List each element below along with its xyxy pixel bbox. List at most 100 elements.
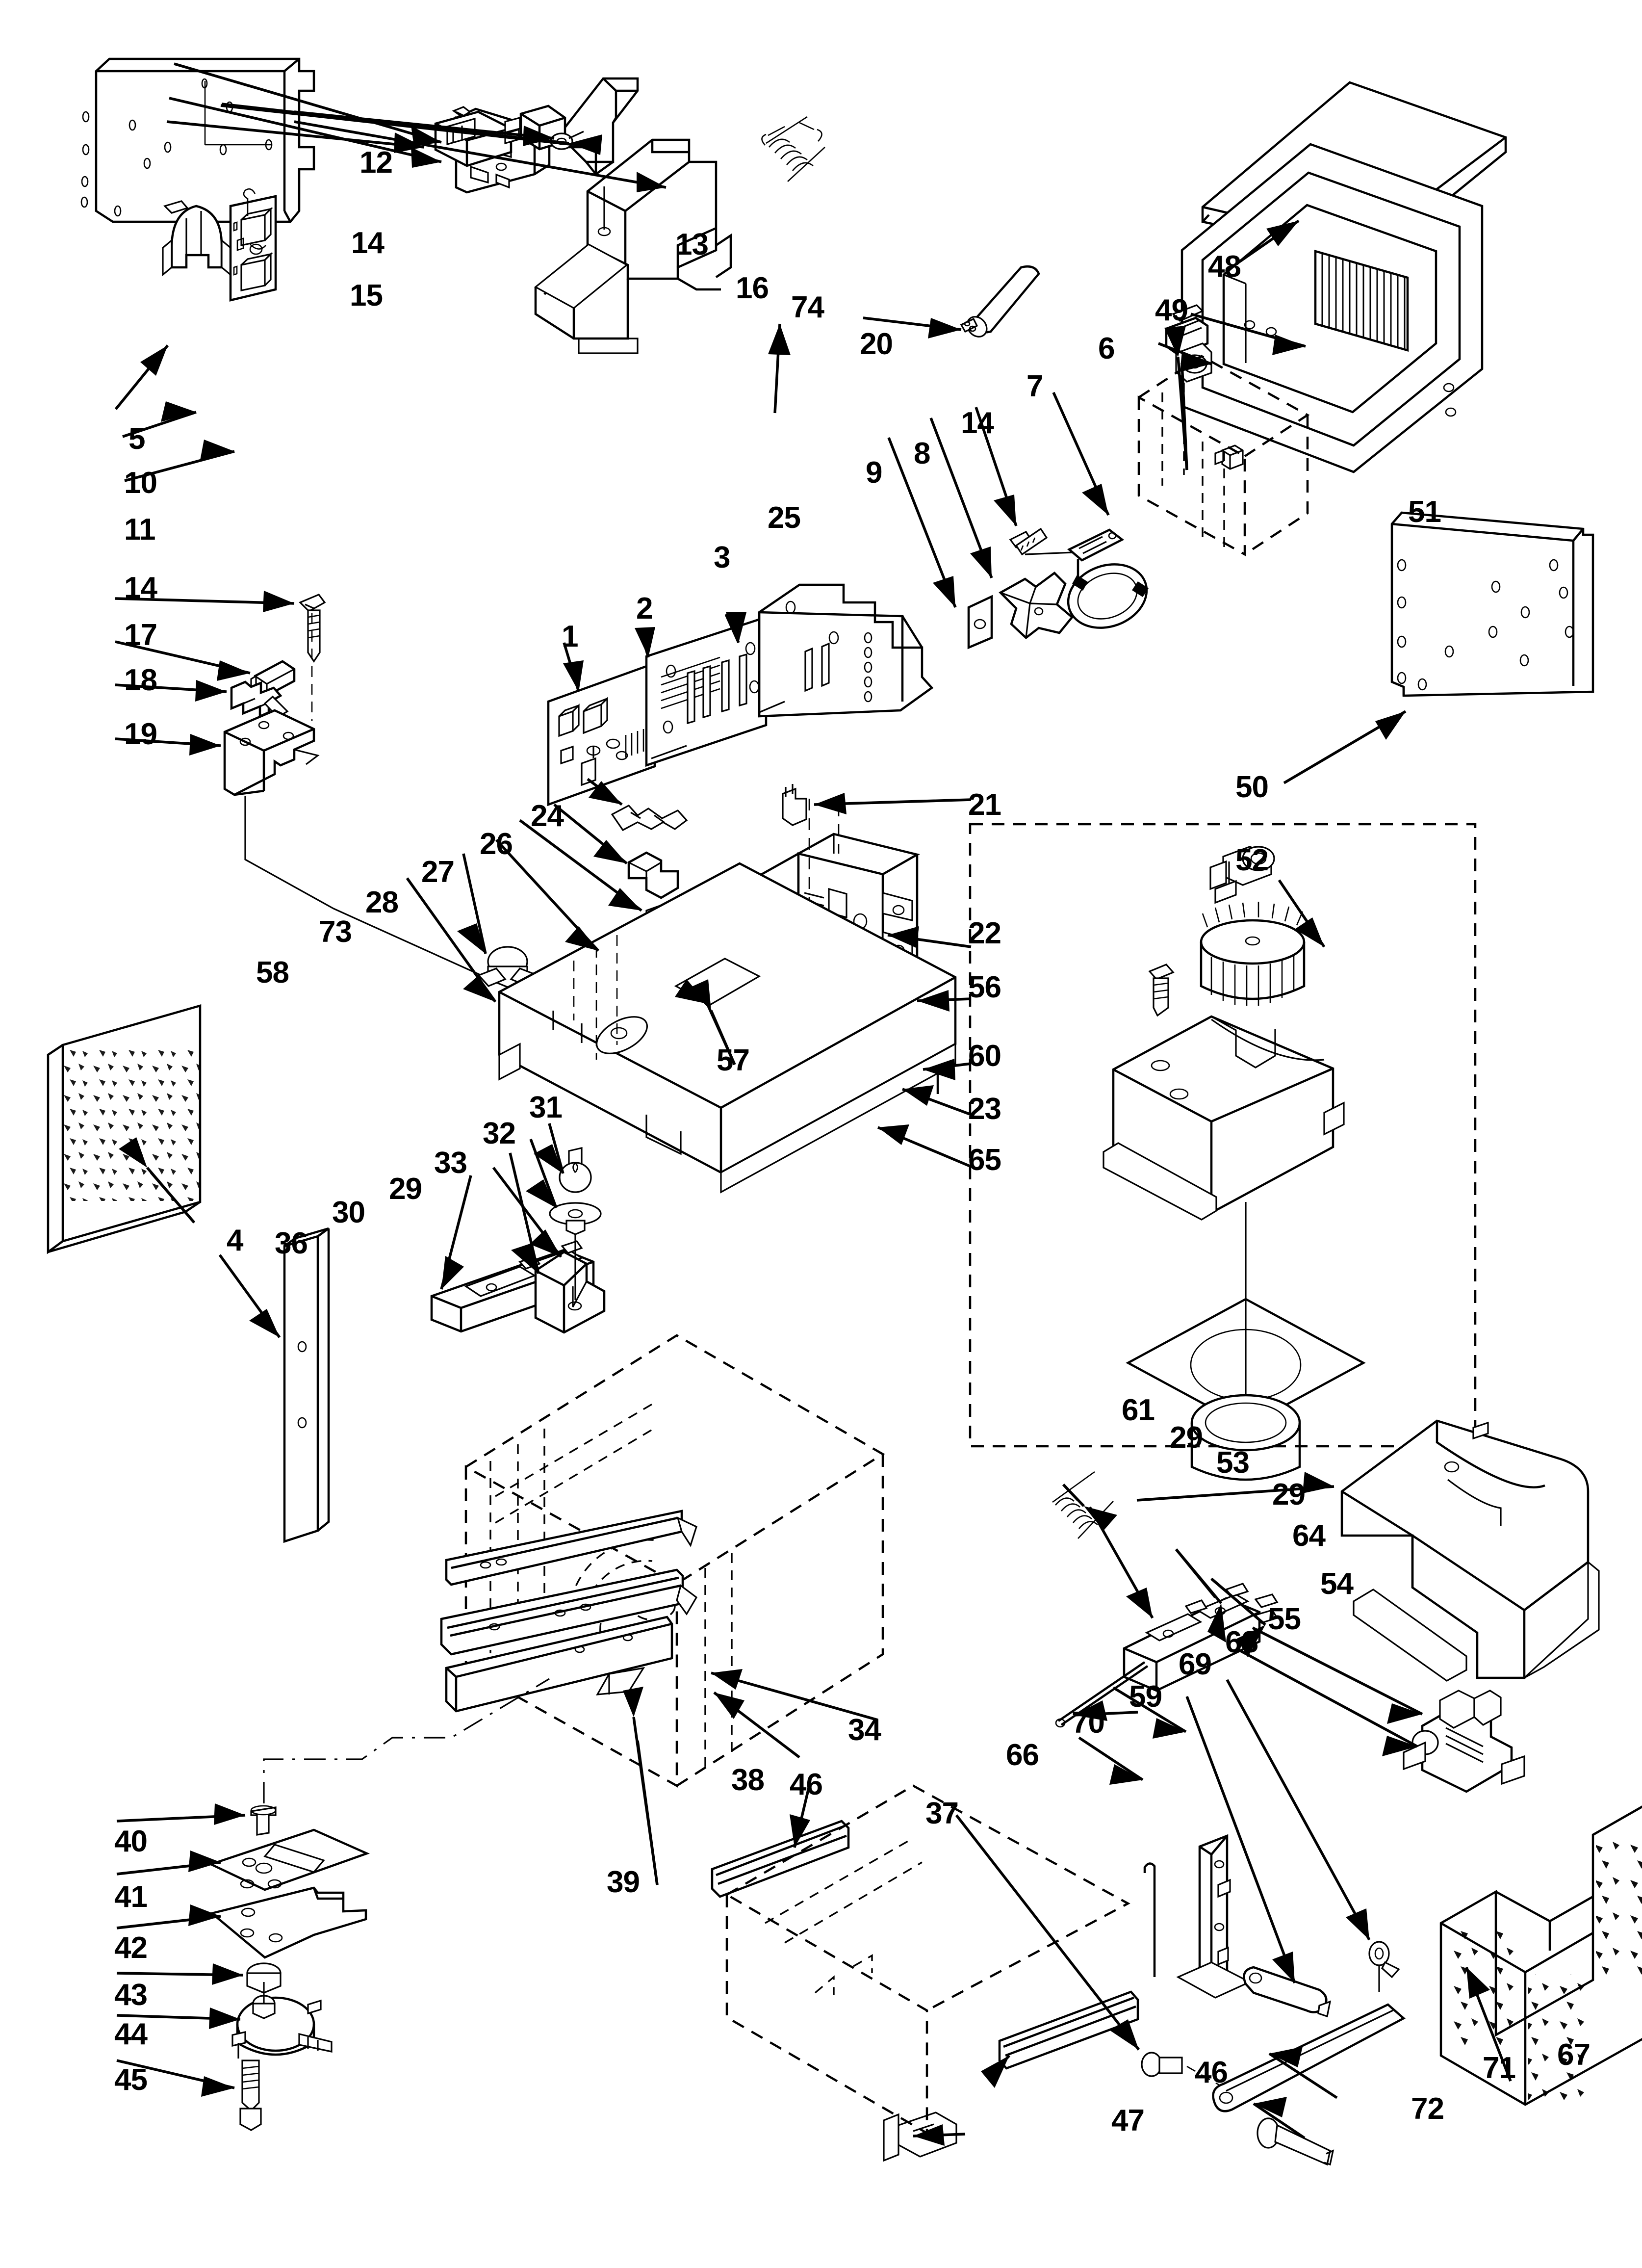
callout-23: 23	[968, 1092, 1001, 1126]
callout-6: 6	[1098, 332, 1115, 365]
callout-20: 20	[860, 327, 893, 361]
callout-22: 22	[968, 916, 1001, 950]
part-19-mounting-bracket	[223, 709, 320, 796]
part-21-lamp-socket	[782, 784, 807, 826]
part-72-pin	[1257, 2117, 1334, 2166]
callout-9: 9	[866, 456, 882, 490]
callout-30: 30	[332, 1196, 365, 1229]
callout-70: 70	[1072, 1706, 1105, 1740]
part-31-lamp	[559, 1147, 592, 1193]
part-7-retaining-clip	[1025, 528, 1149, 629]
part-15-choke	[434, 110, 513, 167]
callout-46: 46	[790, 1768, 823, 1801]
callout-47: 47	[1111, 2104, 1145, 2138]
callout-74: 74	[791, 290, 824, 324]
callout-46: 46	[1195, 2056, 1228, 2089]
callout-24: 24	[531, 799, 564, 833]
part-44-turntable-motor	[231, 1982, 333, 2059]
part-36-side-trim	[283, 1227, 330, 1543]
part-25-spring	[761, 116, 825, 182]
part-70-latch-bracket	[1176, 1834, 1252, 1999]
callout-69: 69	[1179, 1647, 1212, 1681]
callout-17: 17	[124, 618, 157, 652]
part-66-pin	[1143, 1862, 1156, 1977]
cabinet-ghost-bottom	[725, 1784, 1130, 2135]
part-34-upper-rail	[445, 1510, 697, 1586]
part-2-panel-insert	[645, 615, 768, 767]
part-3-panel-frame	[758, 583, 934, 718]
part-9-bracket	[967, 595, 993, 650]
callout-14: 14	[961, 406, 994, 440]
part-17-fuse	[250, 660, 296, 697]
callout-36: 36	[275, 1226, 308, 1260]
part-53-magnetron-cover	[1340, 1419, 1600, 1682]
part-42-motor-mount-plate	[209, 1886, 367, 1959]
part-50-rear-panel	[1390, 511, 1594, 697]
part-30-switch-holder	[430, 1240, 595, 1333]
part-68-washer	[1368, 1941, 1400, 1992]
part-71-latch-arm	[1212, 2003, 1406, 2112]
part-16-interlock-switch	[504, 104, 584, 151]
callout-55: 55	[1268, 1602, 1301, 1636]
oven-cavity-ghost	[464, 1334, 885, 1788]
callout-34: 34	[848, 1713, 881, 1747]
part-5-side-panel	[80, 57, 315, 223]
part-67-insulation-bracket	[1439, 1805, 1642, 2106]
part-38-lower-rail	[440, 1568, 698, 1656]
part-28-lamp-socket	[601, 941, 627, 982]
callout-64: 64	[1292, 1519, 1326, 1553]
part-46-rail-right	[998, 1990, 1139, 2070]
callout-71: 71	[1483, 2051, 1516, 2085]
part-69-latch-lever	[1243, 1966, 1332, 2018]
callout-56: 56	[968, 970, 1001, 1004]
callout-12: 12	[359, 146, 393, 180]
part-8-fan-blade	[999, 572, 1074, 639]
part-14-screw-fan	[1009, 527, 1048, 556]
part-4-insulation-panel	[47, 1004, 202, 1254]
leader-40-dashdot	[263, 1678, 550, 1803]
oven-cavity-ghost-top	[1137, 355, 1310, 556]
callout-5: 5	[128, 422, 145, 456]
callout-2: 2	[636, 592, 653, 626]
callout-39: 39	[607, 1865, 640, 1899]
part-14-screw-mid	[299, 594, 326, 663]
callout-29: 29	[1170, 1421, 1203, 1455]
part-10-duct-cover	[162, 200, 231, 277]
part-23-base-plate	[498, 862, 957, 1194]
callout-32: 32	[483, 1117, 516, 1150]
part-49-door-frame	[1180, 143, 1484, 473]
part-14-screw-top	[452, 106, 480, 134]
callout-33: 33	[434, 1146, 467, 1180]
callout-15: 15	[350, 279, 383, 313]
part-61-spring	[1052, 1471, 1114, 1539]
callout-19: 19	[124, 717, 157, 751]
callout-43: 43	[114, 1978, 148, 2012]
part-18-fuse-clip	[230, 680, 289, 719]
part-73-grommet	[477, 946, 539, 988]
callout-14: 14	[124, 571, 157, 605]
callout-50: 50	[1235, 770, 1269, 804]
callout-54: 54	[1320, 1567, 1354, 1601]
callout-25: 25	[768, 501, 801, 535]
part-54-thermostat	[1403, 1690, 1525, 1793]
part-48-top-cover	[1201, 81, 1507, 276]
callout-21: 21	[968, 788, 1001, 822]
callout-44: 44	[114, 2017, 148, 2051]
callout-37: 37	[925, 1797, 959, 1830]
part-32-lamp-gasket	[549, 1202, 602, 1235]
callout-3: 3	[714, 541, 730, 574]
part-20-capacitor	[960, 265, 1040, 338]
callout-13: 13	[675, 228, 709, 261]
part-41-coupler-plate	[207, 1828, 370, 1891]
part-40-bushing	[250, 1805, 277, 1836]
callout-60: 60	[968, 1039, 1001, 1073]
callout-16: 16	[736, 271, 769, 305]
part-52-housing	[1103, 1015, 1345, 1221]
part-33-lamp-bracket	[534, 1234, 606, 1334]
callout-11: 11	[124, 513, 156, 547]
part-56-screw	[911, 986, 953, 1014]
callout-59: 59	[1129, 1680, 1162, 1714]
callout-45: 45	[114, 2063, 148, 2097]
